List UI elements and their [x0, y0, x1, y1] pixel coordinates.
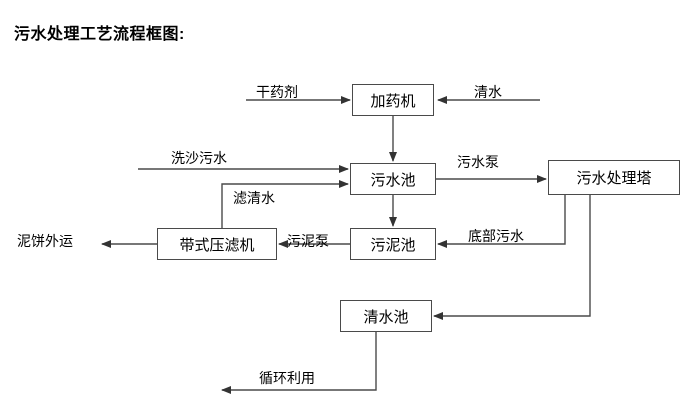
label-sewage-pump: 污水泵 [457, 154, 499, 170]
node-label: 污泥池 [370, 236, 416, 254]
node-dosing-machine[interactable]: 加药机 [352, 84, 434, 116]
node-sewage-treatment-tower[interactable]: 污水处理塔 [548, 160, 680, 195]
node-label: 清水池 [363, 308, 409, 326]
label-bottom-sewage: 底部污水 [468, 228, 524, 244]
node-clean-water-pool[interactable]: 清水池 [340, 300, 432, 332]
label-sludge-pump: 污泥泵 [287, 233, 329, 249]
label-recycle-reuse: 循环利用 [259, 370, 315, 386]
edge-belt-filter-press-to-sewage-pool [221, 180, 349, 228]
label-filtrate-clear-water: 滤清水 [233, 190, 275, 206]
label-mud-cake-transport: 泥饼外运 [17, 233, 73, 249]
node-label: 加药机 [370, 92, 416, 110]
node-sludge-pool[interactable]: 污泥池 [350, 228, 436, 260]
node-belt-filter-press[interactable]: 带式压滤机 [157, 228, 277, 260]
edge-treatment-tower-to-sludge-pool [437, 195, 566, 248]
node-label: 污水处理塔 [576, 170, 652, 187]
label-clean-water-input: 清水 [474, 84, 502, 100]
node-label: 带式压滤机 [179, 236, 255, 254]
label-sand-washing-sewage: 洗沙污水 [171, 150, 227, 166]
edge-clean-water-pool-to-recycle [221, 332, 377, 394]
edge-treatment-tower-to-clean-water-pool [433, 195, 591, 320]
node-label: 污水池 [370, 171, 416, 189]
label-dry-chemical: 干药剂 [256, 84, 298, 100]
page-title: 污水处理工艺流程框图: [14, 26, 185, 43]
node-sewage-pool[interactable]: 污水池 [350, 163, 436, 195]
